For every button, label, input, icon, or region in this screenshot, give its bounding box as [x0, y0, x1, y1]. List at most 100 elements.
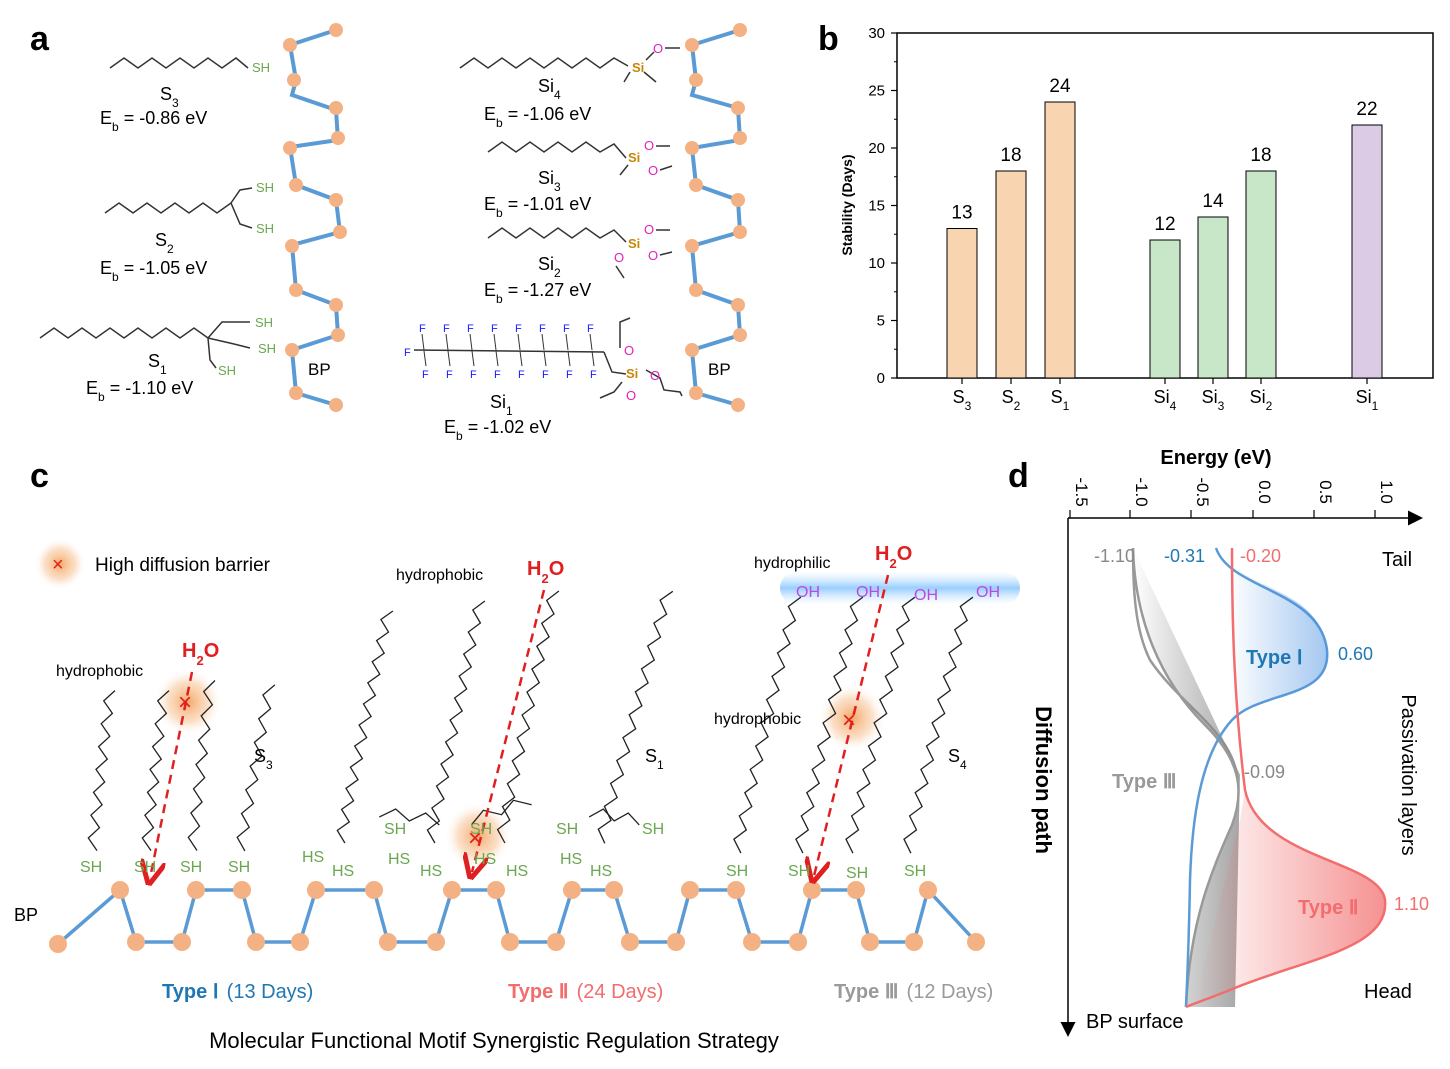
- si2-o-2: O: [648, 248, 658, 263]
- bp-atom: [667, 933, 685, 951]
- hydrophilic-band: [780, 572, 1020, 604]
- si1-si: Si: [626, 366, 638, 381]
- alkyl-chain: [496, 590, 560, 844]
- energy-axis-label: Energy (eV): [1160, 447, 1271, 469]
- legend-label: High diffusion barrier: [95, 555, 271, 576]
- functional-group-label: HS: [302, 849, 324, 866]
- bp-label-left: BP: [308, 360, 331, 379]
- bp-atom: [127, 933, 145, 951]
- bp-atom: [173, 933, 191, 951]
- chart-ylabel: Stability (Days): [839, 154, 855, 255]
- barrier-x-2: ×: [468, 825, 482, 852]
- type-iii-label: Type Ⅲ: [1112, 771, 1177, 793]
- alkyl-chain: [597, 590, 674, 844]
- bp-atom: [547, 933, 565, 951]
- s1-branch-1: [207, 321, 250, 339]
- fluorine-atom: F: [515, 323, 522, 335]
- bp-atom: [501, 933, 519, 951]
- type-i-start-value: -0.31: [1164, 546, 1205, 566]
- fluorine-atom: F: [518, 369, 525, 381]
- x-tick-label: Si1: [1356, 387, 1379, 413]
- bp-atoms-right: [685, 23, 747, 412]
- energy-tick-label: 1.0: [1377, 480, 1396, 504]
- y-tick-label: 20: [868, 140, 885, 157]
- fluorine-atom: F: [566, 369, 573, 381]
- bp-atom: [487, 881, 505, 899]
- functional-group-label: SH: [180, 859, 202, 876]
- barrier-x-3: ×: [842, 707, 856, 734]
- si2-si: Si: [628, 236, 640, 251]
- x-tick-label: S3: [953, 387, 972, 413]
- panel-label-b: b: [818, 20, 839, 58]
- panel-c-caption: Molecular Functional Motif Synergistic R…: [209, 1028, 779, 1053]
- functional-group-label: HS: [560, 851, 582, 868]
- barrier-glow-1: [154, 668, 222, 736]
- panel-label-a: a: [30, 20, 50, 58]
- functional-group-label: SH: [642, 821, 664, 838]
- bar: [1044, 101, 1076, 379]
- si2-alkyl-chain: [487, 227, 627, 243]
- type-ii-start-value: -0.20: [1240, 546, 1281, 566]
- s1-alkyl-chain: [39, 327, 209, 339]
- type-ii-caption: Type Ⅱ(24 Days): [508, 981, 663, 1003]
- functional-group-label: OH: [796, 584, 820, 601]
- y-tick-label: 5: [877, 313, 885, 330]
- s2-alkyl-chain: [104, 202, 232, 214]
- panel-label-d: d: [1008, 457, 1029, 495]
- bp-atom: [307, 881, 325, 899]
- fluorine-atom: F: [443, 323, 450, 335]
- type-ii-area: [1195, 790, 1386, 1002]
- type-iii-start-value: -1.10: [1094, 546, 1135, 566]
- bp-atom: [427, 933, 445, 951]
- hydrophobic-label-1: hydrophobic: [56, 663, 143, 680]
- bar: [946, 228, 978, 379]
- functional-group-label: SH: [134, 859, 156, 876]
- bp-atom: [919, 881, 937, 899]
- energy-tick-label: -1.5: [1072, 477, 1091, 506]
- bar: [1351, 124, 1383, 379]
- energy-tick-label: -0.5: [1193, 477, 1212, 506]
- hydrophobic-label-3: hydrophobic: [714, 711, 801, 728]
- x-tick-label: Si4: [1154, 387, 1177, 413]
- bp-chain-right: [689, 28, 743, 407]
- si1-eb: Eb = -1.02 eV: [444, 417, 551, 443]
- s1-sh-1: SH: [255, 315, 273, 330]
- diffusion-axis-label: Diffusion path: [1031, 706, 1056, 854]
- s3-eb: Eb = -0.86 eV: [100, 108, 207, 134]
- si2-name: Si2: [538, 254, 561, 280]
- functional-group-label: SH: [846, 865, 868, 882]
- alkyl-chain: [426, 600, 486, 844]
- functional-group-label: HS: [474, 851, 496, 868]
- s1-branch-3: [207, 337, 217, 369]
- type-iii-area: [1133, 548, 1240, 1007]
- functional-group-label: SH: [470, 821, 492, 838]
- bar-value-label: 18: [1250, 145, 1271, 166]
- bp-atom: [233, 881, 251, 899]
- s2-branch-down: [230, 202, 253, 229]
- type-i-peak-value: 0.60: [1338, 644, 1373, 664]
- x-tick-label: S1: [1051, 387, 1070, 413]
- type-i-caption: Type Ⅰ(13 Days): [162, 981, 313, 1003]
- bp-label-c: BP: [14, 905, 38, 925]
- bar: [1197, 216, 1229, 379]
- si3-name: Si3: [538, 168, 561, 194]
- bp-atom: [443, 881, 461, 899]
- bar-value-label: 12: [1154, 214, 1175, 235]
- si1-o-3: O: [626, 388, 636, 403]
- bp-atom: [291, 933, 309, 951]
- fluorine-atom: F: [539, 323, 546, 335]
- bar-value-label: 13: [951, 203, 972, 224]
- energy-tick-label: -1.0: [1132, 477, 1151, 506]
- bp-surface-label: BP surface: [1086, 1011, 1183, 1033]
- h2o-label-2: H2O: [527, 558, 564, 586]
- h2o-label-1: H2O: [182, 640, 219, 668]
- alkyl-chain: [733, 596, 802, 854]
- functional-group-label: SH: [556, 821, 578, 838]
- functional-group-label: HS: [420, 863, 442, 880]
- fluorine-atom: F: [404, 347, 411, 359]
- bar-value-label: 14: [1202, 191, 1224, 212]
- functional-group-label: OH: [976, 584, 1000, 601]
- barrier-glow-2: [444, 802, 512, 870]
